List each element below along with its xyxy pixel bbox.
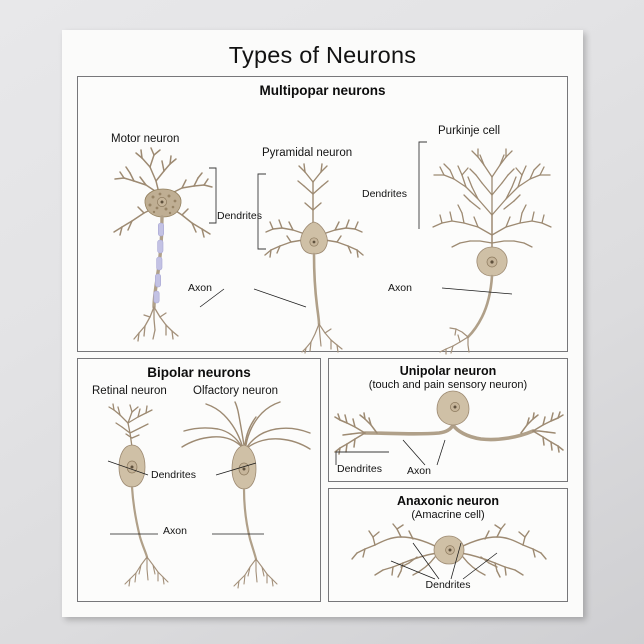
olfactory-neuron-illustration	[181, 401, 311, 589]
neuron-poster: Types of Neurons Multipopar neurons Moto…	[62, 30, 583, 617]
retinal-neuron-illustration	[108, 403, 169, 587]
panel-unipolar-subtitle: (touch and pain sensory neuron)	[368, 379, 528, 391]
annotation-dendrites-anaxonic: Dendrites	[425, 579, 471, 591]
amacrine-cell-illustration	[351, 523, 547, 578]
bracket-dendrites-motor	[209, 167, 217, 224]
bracket-dendrites-purkinje	[418, 141, 427, 229]
motor-neuron-illustration	[113, 147, 213, 342]
annotation-dendrites-motor: Dendrites	[217, 210, 262, 222]
leader-dendrites-anaxonic	[390, 542, 498, 580]
panel-multipolar-neurons: Multipopar neurons Motor neuron Pyramida…	[77, 76, 568, 355]
leader-axon-purkinje	[441, 287, 513, 295]
leader-axon-center	[199, 288, 307, 308]
leader-axon-unipolar	[402, 439, 446, 466]
annotation-axon-unipolar: Axon	[407, 465, 431, 477]
pyramidal-neuron-illustration	[264, 163, 364, 354]
panel-anaxonic-neuron: Anaxonic neuron (Amacrine cell) Dendrite…	[328, 488, 568, 602]
label-purkinje-cell: Purkinje cell	[438, 125, 500, 137]
panel-unipolar-title: Unipolar neuron	[399, 364, 497, 378]
panel-anaxonic-subtitle: (Amacrine cell)	[411, 509, 485, 521]
annotation-dendrites-pyramidal: Dendrites	[362, 188, 407, 200]
label-pyramidal-neuron: Pyramidal neuron	[262, 147, 353, 159]
bracket-dendrites-pyramidal	[257, 173, 266, 250]
label-retinal-neuron: Retinal neuron	[92, 385, 167, 397]
panel-anaxonic-title: Anaxonic neuron	[396, 494, 500, 508]
leader-dendrites-bipolar	[107, 460, 257, 476]
annotation-dendrites-bipolar: Dendrites	[151, 469, 196, 481]
annotation-axon-purkinje: Axon	[388, 282, 412, 294]
panel-bipolar-title: Bipolar neurons	[147, 365, 251, 380]
unipolar-neuron-illustration	[334, 390, 564, 455]
panel-multipolar-title: Multipopar neurons	[259, 83, 386, 98]
annotation-dendrites-unipolar: Dendrites	[337, 463, 382, 475]
purkinje-cell-illustration	[432, 148, 552, 355]
label-motor-neuron: Motor neuron	[111, 133, 180, 145]
panel-unipolar-neuron: Unipolar neuron (touch and pain sensory …	[328, 358, 568, 482]
bracket-dendrites-unipolar	[335, 451, 389, 465]
annotation-axon-bipolar: Axon	[163, 525, 187, 537]
leader-axon-bipolar	[110, 533, 264, 535]
annotation-axon-center: Axon	[188, 282, 212, 294]
label-olfactory-neuron: Olfactory neuron	[193, 385, 279, 397]
page-title: Types of Neurons	[228, 42, 417, 68]
panel-bipolar-neurons: Bipolar neurons Retinal neuron Olfactory…	[77, 358, 321, 602]
